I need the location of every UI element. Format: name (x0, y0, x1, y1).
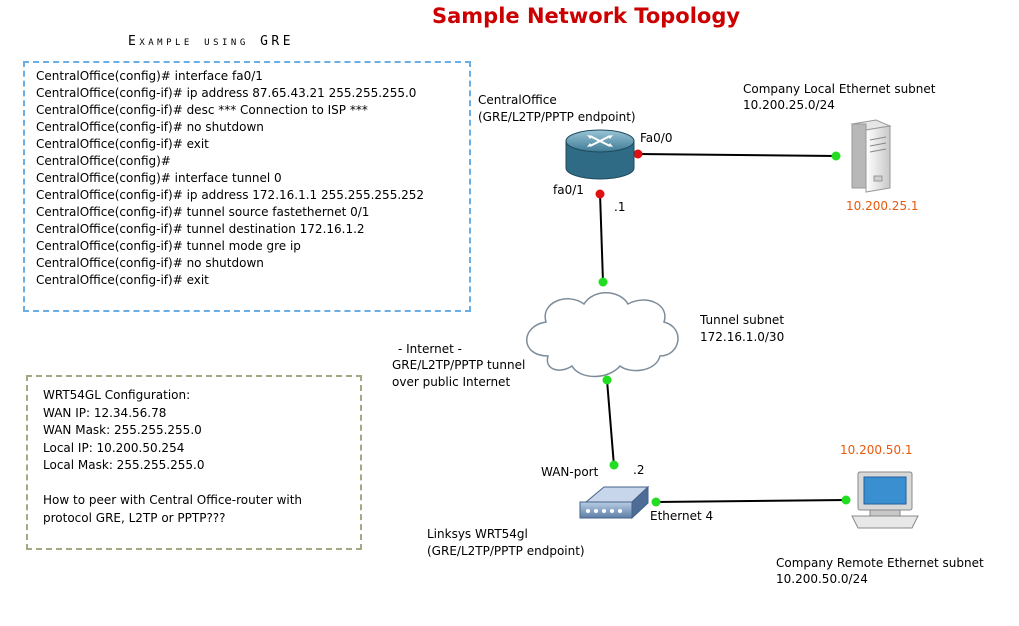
config-line: CentralOffice(config-if)# exit (36, 137, 209, 151)
config-box (23, 61, 471, 312)
link-co-local (637, 153, 837, 157)
server-icon[interactable] (850, 119, 892, 193)
router-icon[interactable] (565, 129, 635, 180)
wrt-line: WRT54GL Configuration: (43, 388, 191, 402)
central-office-name: CentralOffice (478, 93, 557, 107)
port-dot-internet-top (598, 277, 608, 287)
linksys-name: Linksys WRT54gl (427, 527, 528, 541)
config-line: CentralOffice(config)# interface fa0/1 (36, 69, 263, 83)
workstation-icon[interactable] (851, 471, 919, 529)
config-line: CentralOffice(config-if)# tunnel source … (36, 205, 370, 219)
link-co-internet (599, 192, 604, 283)
wrt-config-listing: WRT54GL Configuration: WAN IP: 12.34.56.… (43, 387, 302, 527)
remote-subnet-name: Company Remote Ethernet subnet (776, 556, 984, 570)
wrt-line: WAN Mask: 255.255.255.0 (43, 423, 202, 437)
tunnel-subnet-net: 172.16.1.0/30 (700, 330, 785, 344)
port-label-fa00: Fa0/0 (640, 131, 673, 145)
wan-port-label: WAN-port (541, 465, 599, 479)
config-line: CentralOffice(config)# interface tunnel … (36, 171, 282, 185)
config-line: CentralOffice(config-if)# ip address 172… (36, 188, 425, 202)
link-linksys-remote (655, 499, 847, 503)
config-line: CentralOffice(config-if)# tunnel destina… (36, 222, 365, 236)
example-subtitle: Example using GRE (128, 34, 295, 49)
linksys-router-icon[interactable] (579, 485, 650, 520)
tunnel-subnet-name: Tunnel subnet (700, 313, 785, 327)
port-dot-eth4 (651, 497, 661, 507)
remote-host-ip: 10.200.50.1 (840, 443, 913, 457)
config-line: CentralOffice(config-if)# exit (36, 273, 209, 287)
port-dot-fa01 (595, 189, 605, 199)
config-line: CentralOffice(config)# (36, 154, 171, 168)
config-listing: CentralOffice(config)# interface fa0/1 C… (36, 68, 424, 289)
wrt-line: How to peer with Central Office-router w… (43, 493, 303, 507)
internet-tunnel-label: GRE/L2TP/PPTP tunnel (392, 358, 526, 372)
port-dot-remote-host (841, 495, 851, 505)
port-dot-local-host (831, 151, 841, 161)
co-address-label: .1 (614, 200, 626, 214)
link-internet-linksys (606, 379, 615, 467)
config-line: CentralOffice(config-if)# desc *** Conne… (36, 103, 368, 117)
port-label-fa01: fa0/1 (553, 183, 584, 197)
local-subnet-net: 10.200.25.0/24 (743, 98, 835, 112)
links (599, 153, 847, 503)
port-dot-fa00 (633, 149, 643, 159)
port-dot-wan (609, 460, 619, 470)
eth-port-label: Ethernet 4 (650, 509, 714, 523)
internet-public-label: over public Internet (392, 375, 511, 389)
local-host-ip: 10.200.25.1 (846, 199, 919, 213)
remote-subnet-net: 10.200.50.0/24 (776, 572, 868, 586)
wrt-line: protocol GRE, L2TP or PPTP??? (43, 510, 226, 525)
wrt-line: Local IP: 10.200.50.254 (43, 440, 185, 455)
port-dot-internet-bottom (602, 375, 612, 385)
config-line: CentralOffice(config-if)# ip address 87.… (36, 86, 417, 100)
wrt-line: Local Mask: 255.255.255.0 (43, 458, 205, 472)
config-line: CentralOffice(config-if)# tunnel mode gr… (36, 239, 301, 253)
link-endpoints (595, 149, 851, 507)
internet-label: - Internet - (398, 342, 462, 356)
wrt-config-box (26, 375, 362, 550)
central-office-role: (GRE/L2TP/PPTP endpoint) (478, 110, 636, 124)
wrt-line: WAN IP: 12.34.56.78 (43, 405, 167, 420)
config-line: CentralOffice(config-if)# no shutdown (36, 256, 264, 270)
linksys-role: (GRE/L2TP/PPTP endpoint) (427, 544, 585, 558)
local-subnet-name: Company Local Ethernet subnet (743, 82, 936, 96)
config-line: CentralOffice(config-if)# no shutdown (36, 120, 264, 134)
linksys-address-label: .2 (633, 463, 645, 477)
internet-cloud-icon (526, 292, 679, 378)
page-title: Sample Network Topology (432, 4, 741, 28)
